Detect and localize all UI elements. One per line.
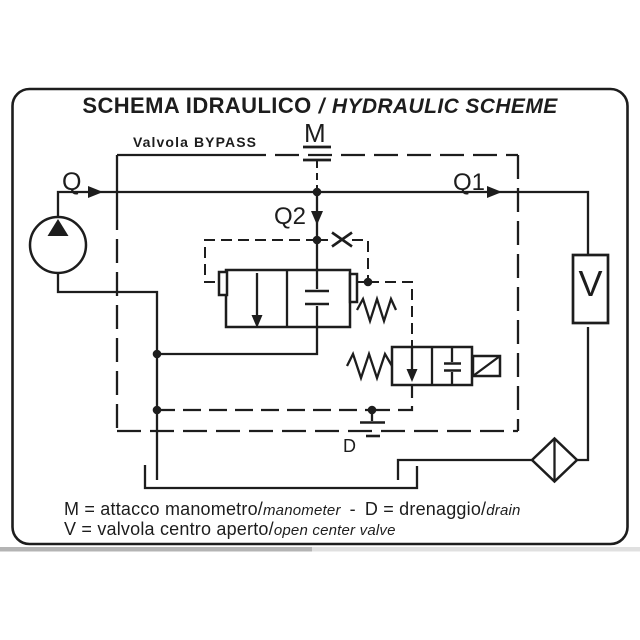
q1-flow-arrow-icon	[487, 186, 502, 198]
q-flow-arrow-icon	[88, 186, 103, 198]
bypass-valve-label: Valvola BYPASS	[133, 134, 258, 150]
title-italian: SCHEMA IDRAULICO	[82, 93, 312, 118]
bypass-valve-boundary	[115, 153, 520, 433]
port-label-q1: Q1	[453, 169, 485, 196]
junction-dots	[152, 187, 377, 415]
diagram-frame	[11, 87, 629, 546]
title-separator: /	[318, 95, 325, 118]
legend-m-definition: M = attacco manometro/	[64, 499, 263, 519]
legend-line-1: M = attacco manometro/manometer-D = dren…	[64, 500, 521, 520]
flow-arrow-icon	[251, 315, 263, 328]
port-label-q: Q	[62, 168, 81, 196]
flow-arrow-icon	[406, 369, 418, 382]
spring-seat-box	[348, 272, 359, 304]
filter-icon	[530, 436, 579, 484]
spring-icon	[345, 350, 393, 382]
legend: M = attacco manometro/manometer-D = dren…	[64, 500, 521, 540]
legend-separator: -	[349, 499, 356, 519]
pilot-port-box	[217, 270, 229, 297]
port-label-d: D	[343, 436, 356, 456]
q2-flow-arrow-icon	[311, 211, 323, 225]
legend-d-english: drain	[486, 502, 521, 519]
bypass-pilot-valve-symbol	[217, 268, 398, 329]
gauge-port-symbol	[303, 145, 331, 188]
legend-line-2: V = valvola centro aperto/open center va…	[64, 520, 521, 540]
legend-v-english: open center valve	[273, 522, 396, 539]
port-label-q2: Q2	[274, 203, 306, 230]
orifice-icon	[331, 231, 353, 248]
port-label-m: M	[304, 118, 326, 148]
legend-v-definition: V = valvola centro aperto/	[64, 519, 274, 539]
page-title: SCHEMA IDRAULICO / HYDRAULIC SCHEME	[13, 93, 627, 119]
page-shadow-right	[312, 547, 640, 552]
legend-d-definition: D = drenaggio/	[364, 499, 487, 519]
main-pipes	[56, 190, 590, 480]
open-center-valve-box	[571, 253, 610, 325]
solenoid-valve-symbol	[345, 345, 502, 387]
pump-symbol	[28, 215, 88, 275]
pump-flow-triangle-icon	[47, 219, 69, 236]
flow-arrowheads	[88, 186, 502, 225]
legend-m-english: manometer	[262, 502, 341, 519]
spring-icon	[355, 295, 398, 325]
title-english: HYDRAULIC SCHEME	[331, 95, 558, 118]
page-shadow-left	[0, 547, 312, 552]
tank-symbol	[143, 465, 419, 490]
open-center-valve-letter: V	[578, 263, 603, 304]
drain-lines	[157, 385, 414, 412]
